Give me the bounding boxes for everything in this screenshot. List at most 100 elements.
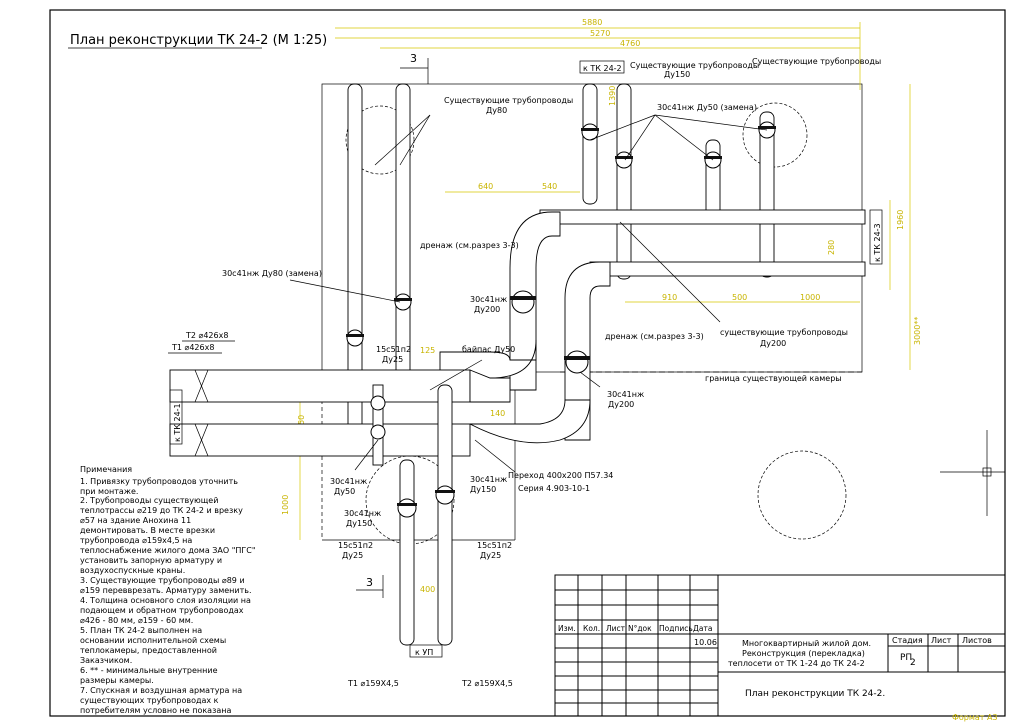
tb-stage-header: Стадия: [892, 636, 923, 645]
tb-project-1: Многоквартирный жилой дом.: [742, 639, 871, 648]
label-valve-du150-c2: Ду150: [346, 519, 372, 528]
title-block: [554, 574, 1006, 717]
sheet-frame: [49, 9, 1006, 717]
dim-top-2: 5270: [590, 29, 610, 38]
svg-text:Заказчиком.: Заказчиком.: [80, 656, 132, 665]
svg-text:установить запорную арматуру и: установить запорную арматуру и: [80, 556, 222, 565]
label-du150-top: Ду150: [664, 70, 690, 79]
valve-bottom-2: [435, 485, 455, 505]
label-to-tk24-right: к ТК 24-3: [873, 223, 882, 262]
label-to-tk24-top: к ТК 24-2: [583, 64, 622, 73]
label-series: Серия 4.903-10-1: [518, 484, 590, 493]
box-to-tk24-top: [579, 60, 625, 74]
label-existing-top-right-1: Существующие трубопроводы: [630, 61, 759, 70]
label-du25-c: Ду25: [480, 551, 501, 560]
svg-text:2. Трубопроводы существующей: 2. Трубопроводы существующей: [80, 496, 218, 505]
svg-text:3: 3: [410, 52, 417, 65]
dim-small-2: 140: [490, 409, 505, 418]
format-label: Формат А3: [952, 713, 998, 722]
label-drain-1: дренаж (см.разрез 3-3): [420, 241, 519, 250]
svg-text:5. План ТК 24-2 выполнен на: 5. План ТК 24-2 выполнен на: [80, 626, 202, 635]
svg-text:⌀159 перевврезать. Арматуру за: ⌀159 перевврезать. Арматуру заменить.: [80, 586, 252, 595]
label-to-tk24-left: к ТК 24-1: [173, 403, 182, 442]
label-valve-du50-b: 30с41нж: [330, 477, 367, 486]
svg-text:трубопровода ⌀159х4,5 на: трубопровода ⌀159х4,5 на: [80, 536, 192, 545]
svg-text:теплоснабжение жилого дома ЗАО: теплоснабжение жилого дома ЗАО "ПГС": [80, 546, 256, 555]
label-valve-du200-a: 30с41нж: [470, 295, 507, 304]
label-du25-b: Ду25: [342, 551, 363, 560]
dim-left-1: 750: [297, 415, 306, 430]
label-existing-du200: существующие трубопроводы: [720, 328, 848, 337]
notes-block: Примечания 1. Привязку трубопроводов уто…: [80, 465, 256, 715]
tb-date: 10.06: [694, 638, 717, 647]
label-valve-du50-b2: Ду50: [334, 487, 355, 496]
dim-small-3: 400: [420, 585, 435, 594]
tb-project-2: Реконструкция (перекладка): [742, 649, 865, 658]
dim-mid-1: 640: [478, 182, 493, 191]
tb-stage-value: РП: [900, 653, 912, 663]
tb-col-izm: Изм.: [558, 624, 576, 633]
dim-small-1: 125: [420, 346, 435, 355]
valve-du200-1: [510, 290, 536, 314]
svg-text:⌀426 - 80 мм, ⌀159 - 60 мм.: ⌀426 - 80 мм, ⌀159 - 60 мм.: [80, 616, 193, 625]
svg-text:размеры камеры.: размеры камеры.: [80, 676, 154, 685]
valve-small-1: [370, 395, 386, 440]
label-t2: Т2 ⌀426х8: [185, 331, 228, 340]
tb-sheet-title: План реконструкции ТК 24-2.: [745, 689, 885, 699]
svg-text:теплотрассы ⌀219 до ТК 24-2 и: теплотрассы ⌀219 до ТК 24-2 и врезку: [80, 506, 243, 515]
valve-left-1: [394, 293, 412, 311]
svg-text:воздухоспускные краны.: воздухоспускные краны.: [80, 566, 185, 575]
dim-left-2: 1000: [281, 495, 290, 515]
tb-sheet-header: Лист: [931, 636, 952, 645]
dim-low-3: 1000: [800, 293, 820, 302]
tb-col-data: Дата: [693, 624, 712, 633]
box-to-up: [409, 644, 443, 658]
label-valve-15c-c: 15с51п2: [477, 541, 512, 550]
label-bypass: байпас Ду50: [462, 345, 515, 354]
svg-text:7. Спускная и воздушная армату: 7. Спускная и воздушная арматура на: [80, 686, 242, 695]
dim-low-2: 500: [732, 293, 747, 302]
svg-text:4. Толщина основного слоя изол: 4. Толщина основного слоя изоляции на: [80, 596, 251, 605]
valve-du200-2: [564, 350, 590, 374]
label-t2-bottom: Т2 ⌀159Х4,5: [461, 679, 513, 688]
label-transition: Переход 400х200 П57.34: [508, 471, 613, 480]
svg-text:⌀57 на здание Анохина 11: ⌀57 на здание Анохина 11: [80, 516, 191, 525]
label-valve-left-replace: 30с41нж Ду80 (замена): [222, 269, 322, 278]
section-marker-top: 3: [400, 52, 429, 84]
svg-text:теплокамеры, предоставленной: теплокамеры, предоставленной: [80, 646, 217, 655]
tb-col-list: Лист: [606, 624, 626, 633]
tb-col-kol: Кол.: [583, 624, 600, 633]
svg-text:существующих трубопроводах к: существующих трубопроводах к: [80, 696, 219, 705]
label-to-up: к УП: [415, 648, 433, 657]
dim-top-3: 4760: [620, 39, 640, 48]
label-du200: Ду200: [760, 339, 786, 348]
label-valve-du200-b: 30с41нж: [607, 390, 644, 399]
tb-sheets-header: Листов: [962, 636, 992, 645]
label-valve-du150-2: Ду150: [470, 485, 496, 494]
pipes-vertical-left: [347, 83, 411, 455]
svg-text:6. ** - минимальные внутренние: 6. ** - минимальные внутренние: [80, 666, 218, 675]
svg-text:при монтаже.: при монтаже.: [80, 487, 138, 496]
label-t1: Т1 ⌀426х8: [171, 343, 214, 352]
box-to-tk24-left: [169, 389, 183, 445]
label-valve-15c-b: 15с51п2: [338, 541, 373, 550]
tb-project-3: теплосети от ТК 1-24 до ТК 24-2: [728, 659, 865, 668]
box-to-tk24-right: [869, 209, 883, 265]
svg-text:3: 3: [366, 576, 373, 589]
tb-col-podpis: Подпись: [659, 624, 693, 633]
label-valve-du150-c: 30с41нж: [344, 509, 381, 518]
pipes-t1-t2: [169, 369, 591, 457]
label-existing-top-right-2: Существующие трубопроводы: [752, 57, 881, 66]
tb-sheet-value: 2: [910, 658, 916, 668]
label-valve-15c: 15с51п2: [376, 345, 411, 354]
label-du25: Ду25: [382, 355, 403, 364]
pipes-vertical-right: [582, 83, 775, 280]
dimension-lines: [299, 22, 911, 540]
crosshair-cursor: [940, 430, 1005, 516]
leader-lines: [289, 114, 768, 473]
label-existing-left: Существующие трубопроводы: [444, 96, 573, 105]
label-valve-replace: 30с41нж Ду50 (замена): [657, 103, 757, 112]
tb-col-ndok: N°док: [628, 624, 652, 633]
valve-top-2: [615, 151, 633, 169]
